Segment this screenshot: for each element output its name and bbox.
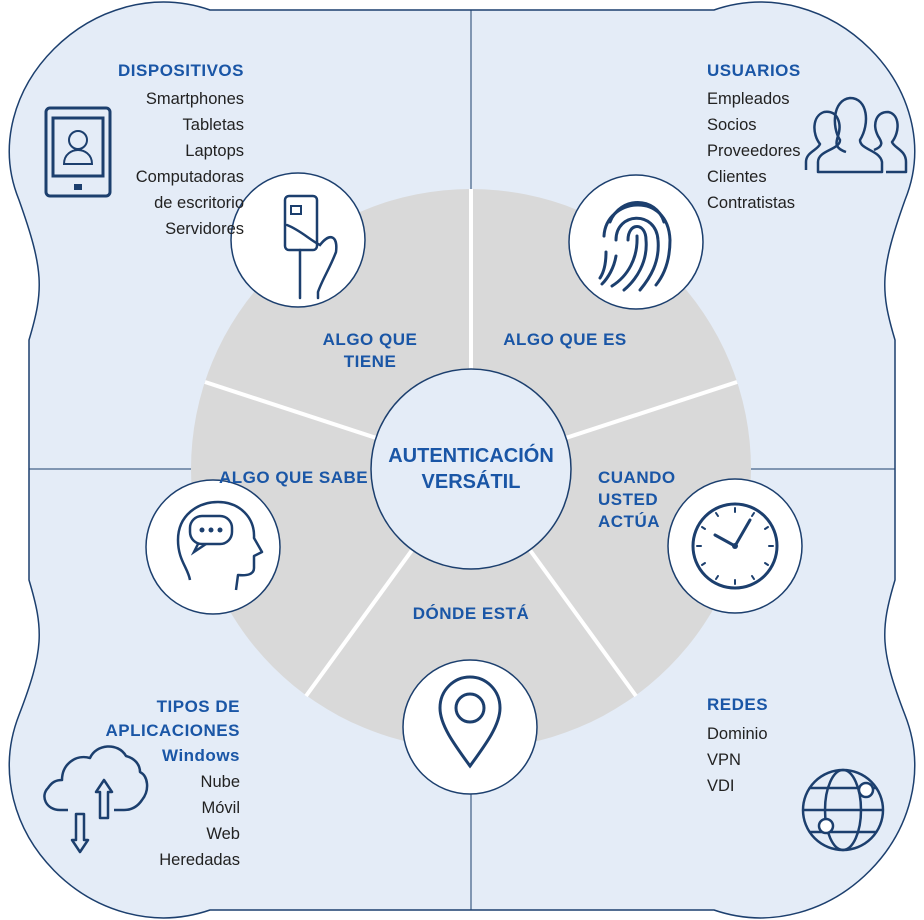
globe-network-icon	[801, 768, 885, 852]
usuarios-item: Contratistas	[707, 194, 796, 212]
head-speech-icon	[145, 479, 281, 615]
aplicaciones-item: Web	[206, 825, 240, 843]
usuarios-title: USUARIOS	[707, 61, 801, 80]
segment-donde-esta: DÓNDE ESTÁ	[396, 603, 546, 625]
segment-sabe-label: ALGO QUE SABE	[219, 468, 369, 487]
dispositivos-item: Smartphones	[145, 90, 244, 108]
aplicaciones-subtitle: Windows	[162, 746, 240, 765]
tablet-user-icon	[44, 106, 112, 198]
center-label: AUTENTICACIÓN VERSÁTIL	[371, 443, 571, 495]
usuarios-item: Socios	[707, 116, 757, 134]
aplicaciones-item: Heredadas	[159, 851, 240, 869]
center-line-1: AUTENTICACIÓN	[388, 445, 554, 467]
dispositivos-item: Computadoras	[135, 168, 244, 186]
usuarios-item: Empleados	[707, 90, 790, 108]
dispositivos-title: DISPOSITIVOS	[118, 61, 244, 80]
segment-actua-line-3: ACTÚA	[598, 512, 660, 531]
aplicaciones-item: Nube	[200, 773, 240, 791]
segment-algo-que-tiene: ALGO QUE TIENE	[300, 329, 440, 373]
dispositivos-item: Tabletas	[182, 116, 244, 134]
usuarios-item: Clientes	[707, 168, 767, 186]
aplicaciones-title-1: TIPOS DE	[156, 697, 240, 716]
dispositivos-item: de escritorio	[154, 194, 244, 212]
segment-es-label: ALGO QUE ES	[503, 330, 627, 349]
redes-item: Dominio	[707, 725, 768, 743]
center-line-2: VERSÁTIL	[421, 471, 521, 493]
location-pin-icon	[402, 659, 538, 795]
clock-icon	[667, 478, 803, 614]
fingerprint-icon	[568, 174, 704, 310]
segment-cuando-usted-actua: CUANDO USTED ACTÚA	[598, 467, 698, 533]
segment-actua-line-1: CUANDO	[598, 468, 676, 487]
dispositivos-block: DISPOSITIVOS Smartphones Tabletas Laptop…	[80, 61, 244, 242]
segment-donde-label: DÓNDE ESTÁ	[412, 604, 530, 623]
redes-item: VDI	[707, 777, 735, 795]
usuarios-block: USUARIOS Empleados Socios Proveedores Cl…	[707, 61, 847, 216]
aplicaciones-title-2: APLICACIONES	[105, 721, 240, 740]
card-hand-icon	[230, 172, 366, 308]
cloud-sync-icon	[43, 745, 149, 854]
usuarios-item: Proveedores	[707, 142, 801, 160]
segment-algo-que-sabe: ALGO QUE SABE	[219, 467, 379, 489]
aplicaciones-item: Móvil	[201, 799, 240, 817]
redes-item: VPN	[707, 751, 741, 769]
redes-block: REDES Dominio VPN VDI	[707, 695, 827, 799]
segment-tiene-line-1: ALGO QUE	[322, 330, 418, 349]
dispositivos-item: Laptops	[185, 142, 244, 160]
segment-actua-line-2: USTED	[598, 490, 659, 509]
center-circle	[370, 368, 572, 570]
aplicaciones-block: TIPOS DE APLICACIONES Windows Nube Móvil…	[60, 695, 240, 873]
redes-title: REDES	[707, 695, 769, 714]
segment-algo-que-es: ALGO QUE ES	[490, 329, 640, 351]
users-icon	[804, 96, 908, 174]
segment-tiene-line-2: TIENE	[343, 352, 397, 371]
dispositivos-item: Servidores	[165, 220, 244, 238]
